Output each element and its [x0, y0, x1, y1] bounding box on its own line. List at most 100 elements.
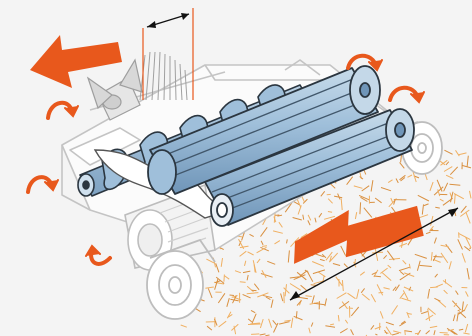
straw-piece	[444, 150, 452, 154]
straw-piece	[400, 162, 405, 168]
straw-piece	[227, 298, 230, 307]
straw-piece	[440, 333, 448, 334]
straw-piece	[400, 273, 411, 280]
straw-piece	[275, 241, 280, 244]
straw-piece	[384, 255, 387, 258]
straw-piece	[360, 202, 361, 214]
straw-piece	[426, 331, 430, 335]
straw-piece	[340, 329, 347, 333]
straw-piece	[402, 242, 403, 248]
straw-piece	[362, 186, 370, 191]
straw-piece	[462, 253, 465, 262]
straw-piece	[355, 212, 356, 219]
straw-piece	[467, 156, 468, 167]
straw-piece	[267, 261, 275, 264]
straw-piece	[457, 312, 458, 321]
straw-piece	[247, 293, 259, 294]
straw-piece	[260, 319, 263, 328]
straw-piece	[230, 295, 235, 296]
straw-piece	[364, 208, 372, 218]
straw-piece	[428, 308, 436, 315]
straw-piece	[251, 310, 255, 312]
straw-piece	[458, 239, 463, 249]
straw-piece	[357, 289, 359, 299]
straw-piece	[450, 167, 457, 175]
straw-piece	[440, 199, 444, 201]
straw-piece	[361, 288, 364, 292]
straw-piece	[386, 322, 394, 325]
straw-piece	[382, 273, 391, 281]
straw-piece	[456, 150, 460, 156]
straw-piece	[444, 183, 448, 192]
straw-piece	[403, 260, 407, 264]
straw-piece	[351, 329, 354, 335]
straw-piece	[467, 268, 469, 279]
straw-piece	[273, 231, 283, 233]
straw-piece	[271, 300, 273, 308]
straw-piece	[446, 162, 449, 165]
straw-piece	[435, 274, 438, 277]
straw-piece	[240, 246, 249, 248]
straw-piece	[248, 319, 252, 322]
straw-piece	[460, 210, 469, 217]
straw-piece	[453, 315, 455, 322]
straw-piece	[464, 304, 467, 311]
straw-piece	[308, 220, 310, 225]
straw-piece	[430, 182, 433, 191]
straw-piece	[311, 323, 313, 327]
straw-piece	[458, 309, 461, 311]
straw-piece	[301, 285, 307, 290]
straw-piece	[393, 331, 401, 333]
straw-piece	[465, 324, 467, 332]
straw-piece	[216, 263, 219, 272]
straw-piece	[348, 293, 356, 299]
straw-piece	[435, 207, 440, 208]
straw-piece	[330, 324, 334, 325]
straw-piece	[388, 265, 391, 268]
straw-piece	[425, 175, 427, 181]
straw-piece	[446, 175, 453, 178]
straw-piece	[257, 259, 260, 263]
straw-piece	[252, 314, 256, 324]
straw-piece	[380, 311, 383, 318]
straw-piece	[215, 281, 221, 283]
straw-piece	[338, 315, 339, 321]
straw-piece	[449, 261, 451, 269]
straw-piece	[430, 287, 438, 288]
straw-piece	[312, 295, 314, 303]
straw-piece	[401, 298, 411, 301]
straw-piece	[344, 264, 348, 268]
straw-piece	[315, 218, 316, 223]
straw-piece	[418, 330, 421, 335]
straw-piece	[459, 329, 463, 330]
straw-piece	[421, 312, 427, 314]
straw-piece	[431, 252, 432, 261]
straw-piece	[381, 188, 391, 191]
straw-piece	[466, 212, 470, 224]
straw-piece	[261, 241, 263, 245]
straw-piece	[273, 320, 277, 325]
straw-piece	[443, 281, 452, 288]
straw-piece	[312, 262, 324, 267]
straw-piece	[279, 322, 290, 325]
straw-piece	[430, 326, 437, 327]
straw-piece	[459, 234, 470, 240]
straw-piece	[293, 218, 302, 221]
straw-piece	[288, 250, 289, 262]
straw-piece	[328, 212, 332, 213]
straw-piece	[251, 334, 259, 335]
straw-piece	[360, 272, 365, 276]
straw-piece	[320, 259, 325, 260]
straw-piece	[434, 298, 440, 301]
straw-piece	[392, 305, 398, 314]
straw-piece	[371, 325, 374, 329]
straw-piece	[434, 330, 435, 335]
straw-piece	[345, 320, 347, 324]
straw-piece	[441, 253, 448, 263]
straw-piece	[403, 290, 408, 299]
straw-piece	[308, 215, 311, 221]
straw-piece	[245, 261, 246, 266]
straw-piece	[254, 284, 259, 290]
straw-piece	[321, 191, 325, 196]
